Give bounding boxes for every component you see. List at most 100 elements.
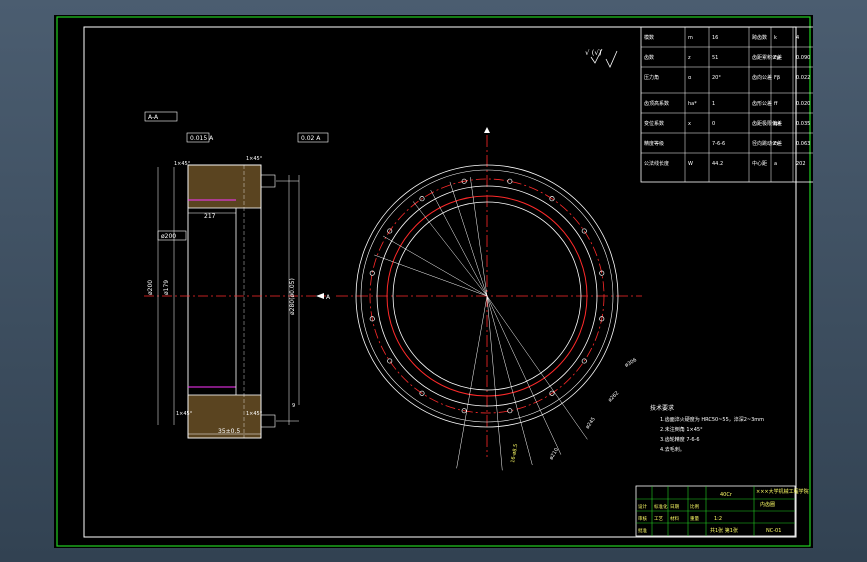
leader-line [456,295,488,469]
leader-line [382,235,488,297]
ring-section-outline [187,164,262,439]
school-name: ×××大学机械工程学院 [756,488,809,495]
table-cell: z [688,55,691,61]
bolt-hole [507,178,513,184]
technical-notes: 技术要求 1.齿面淬火硬度为 HRC50~55，淬深2~3mm 2.未注倒角 1… [650,404,764,453]
table-cell: a [774,161,777,167]
table-cell: 44.2 [712,161,723,167]
bore-dim: 217 [204,213,216,220]
datum-label: A [326,294,331,301]
table-cell: 202 [796,161,806,167]
bolt-hole [387,358,393,364]
leader-line [449,181,488,297]
table-cell: k [774,35,777,41]
tb-label-material: 材料 [670,515,679,522]
table-cell: 20° [712,75,721,81]
table-cell: 变位系数 [644,120,664,127]
bolt-hole [419,390,425,396]
table-cell: 1 [712,101,715,107]
bolt-hole [581,358,587,364]
bolt-hole [599,316,605,322]
table-cell: 0 [712,121,715,127]
drawing-sheet: √ (√) A-A 0.015 A 0.02 A ø200 [54,15,813,548]
bolt-hole [387,228,393,234]
note-1: 1.齿面淬火硬度为 HRC50~55，淬深2~3mm [660,416,764,423]
table-cell: 51 [712,55,718,61]
bolt-holes [369,178,605,414]
table-cell: Fr [774,141,780,147]
scale: 1:2 [714,516,722,522]
chamfer-3: 1×45° [176,411,193,417]
chamfer-2: 1×45° [246,156,263,162]
mid-circle [376,185,598,407]
leader-line [374,254,488,297]
table-cell: m [688,35,693,41]
table-cell: 径向跳动公差 [752,140,782,147]
outer-circle-2 [360,169,614,423]
table-cell: Fβ [774,75,780,81]
circle-label-2: ø262 [607,390,620,403]
tb-label-design: 设计 [638,503,647,510]
outer-frame [56,16,811,547]
table-cell: 7-6-6 [712,141,725,147]
cad-drawing: √ (√) A-A 0.015 A 0.02 A ø200 [56,16,813,547]
title-block: ×××大学机械工程学院 内齿圈 40Cr 1:2 共1张 第1张 NC-01 设… [635,485,809,537]
circle-label-4: ø210 [549,447,561,461]
table-cell: 齿距累积公差 [752,54,782,61]
circle-label-1: ø306 [624,357,638,369]
table-cell: 齿顶高系数 [644,100,669,107]
table-cell: 0.020 [796,101,810,107]
section-label: A-A [148,114,159,121]
tb-label-date: 日期 [670,504,679,510]
table-cell: x [688,121,691,127]
table-cell: 模数 [644,34,654,41]
table-cell: 中心距 [752,160,767,167]
table-frame [640,26,813,183]
table-cell: 齿距极限偏差 [752,120,782,127]
material: 40Cr [720,492,733,498]
roughness-text: √ (√) [585,49,602,57]
table-cell: 0.090 [796,55,810,61]
depth-dim: 9 [292,403,295,409]
tolerance-frame-2: 0.02 A [301,135,321,142]
bolt-hole [461,408,467,414]
table-cell: 0.022 [796,75,810,81]
leader-line [470,177,488,297]
pitch-circle [386,195,588,397]
table-cell: fpt [774,121,781,127]
bolt-hole [369,270,375,276]
table-cell: 公法线长度 [644,160,669,167]
tb-label-scale: 比例 [690,503,699,510]
table-cell: 齿数 [644,54,654,61]
table-cell: 0.035 [796,121,810,127]
hatch-top [187,164,262,209]
note-2: 2.未注倒角 1×45° [660,426,703,433]
bolt-hole [581,228,587,234]
table-cell: α [688,75,692,81]
table-cell: ha* [688,101,697,107]
table-cell: 精度等级 [644,140,664,147]
tb-label-standard: 标准化 [654,503,668,510]
tb-label-approve: 批准 [638,527,647,534]
tb-label-review: 审核 [638,515,647,522]
inner-frame [83,26,797,538]
tb-label-process: 工艺 [654,516,663,522]
table-cell: W [688,161,693,167]
bolt-hole [599,270,605,276]
roughness-symbol: √ (√) [585,48,618,68]
bolt-hole [369,316,375,322]
pcd-dim: ø280(ø0.05) [289,278,296,315]
leader-line [486,295,503,471]
table-cell: 压力角 [644,74,659,81]
table-cell: ff [774,101,778,107]
chamfer-4: 1×45° [246,411,263,417]
note-3: 3.齿轮精度 7-6-6 [660,436,700,443]
bolt-hole [507,408,513,414]
bolt-hole [461,178,467,184]
table-cell: 跨齿数 [752,34,767,41]
section-view: A-A 0.015 A 0.02 A ø200 [144,111,331,439]
chamfer-1: 1×45° [174,161,191,167]
outer-circle [355,164,619,428]
front-view: ø306 ø262 ø245 ø210 16-ø8.5 [336,127,642,471]
